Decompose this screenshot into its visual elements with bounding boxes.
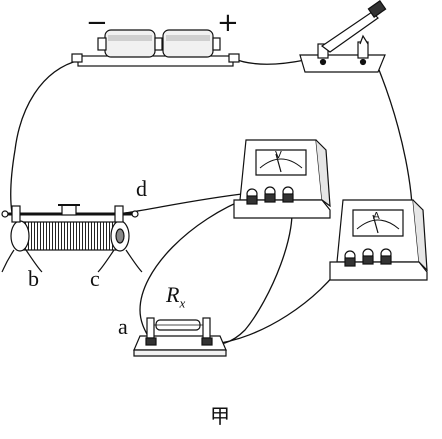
battery-positive-label: + — [217, 8, 239, 38]
wire-resistor-to-ammeter — [211, 259, 346, 345]
resistor-label-main: R — [166, 282, 180, 307]
wire-voltmeter-to-resistor-right — [209, 197, 293, 345]
voltmeter-dial-symbol: V — [275, 150, 282, 161]
wire-battery-to-rheostat — [10, 59, 81, 214]
knife-switch — [299, 0, 387, 73]
rheostat-coil — [19, 221, 121, 251]
figure-caption: 甲 — [210, 404, 230, 428]
resistor-label-sub: x — [179, 295, 186, 311]
ammeter-dial-symbol: A — [373, 211, 380, 222]
switch-blade — [320, 11, 379, 53]
rheostat-leg-right — [97, 249, 143, 273]
wire-rheostat-to-voltmeter — [117, 192, 251, 215]
resistor-label: Rx — [166, 282, 185, 311]
rheostat-leg-left — [1, 249, 43, 273]
battery-cell-left — [104, 29, 156, 58]
switch-base — [299, 54, 386, 73]
battery-base — [77, 55, 234, 67]
wire-battery-to-switch — [231, 57, 306, 65]
voltmeter-dial — [255, 149, 307, 176]
ammeter-dial — [352, 209, 404, 237]
resistor-terminal-a-label: a — [118, 314, 128, 339]
switch-handle — [367, 0, 387, 18]
resistor-rx — [133, 317, 227, 357]
rheostat-slider — [61, 204, 77, 216]
ammeter — [329, 199, 428, 281]
battery-negative-label: − — [86, 8, 108, 38]
wire-voltmeter-to-resistor-a — [139, 196, 251, 341]
battery-cell-right — [162, 29, 214, 58]
rheostat — [1, 204, 143, 273]
voltmeter — [233, 139, 331, 219]
battery-box — [71, 29, 240, 67]
rheostat-terminal-b-label: b — [28, 266, 39, 291]
rheostat-terminal-d-label: d — [136, 176, 147, 201]
rheostat-terminal-c-label: c — [90, 266, 100, 291]
